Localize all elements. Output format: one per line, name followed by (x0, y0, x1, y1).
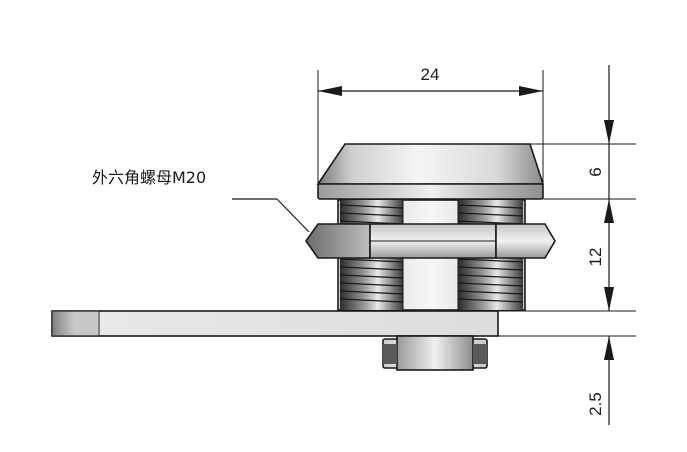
dimension-width-24: 24 (318, 65, 543, 96)
extension-lines (317, 70, 636, 337)
bottom-nut (382, 335, 488, 371)
dimension-vertical-chain (604, 65, 614, 425)
cam-bar (51, 310, 499, 337)
dimension-12-label: 12 (586, 248, 605, 267)
lock-head (316, 143, 545, 200)
dimension-6-label: 6 (586, 167, 605, 176)
dimension-2-5-label: 2.5 (586, 392, 605, 416)
dimension-24-label: 24 (421, 65, 440, 84)
hex-nut (305, 223, 556, 259)
callout-hex-nut-label: 外六角螺母M20 (92, 168, 206, 187)
callout-leader (232, 198, 318, 243)
